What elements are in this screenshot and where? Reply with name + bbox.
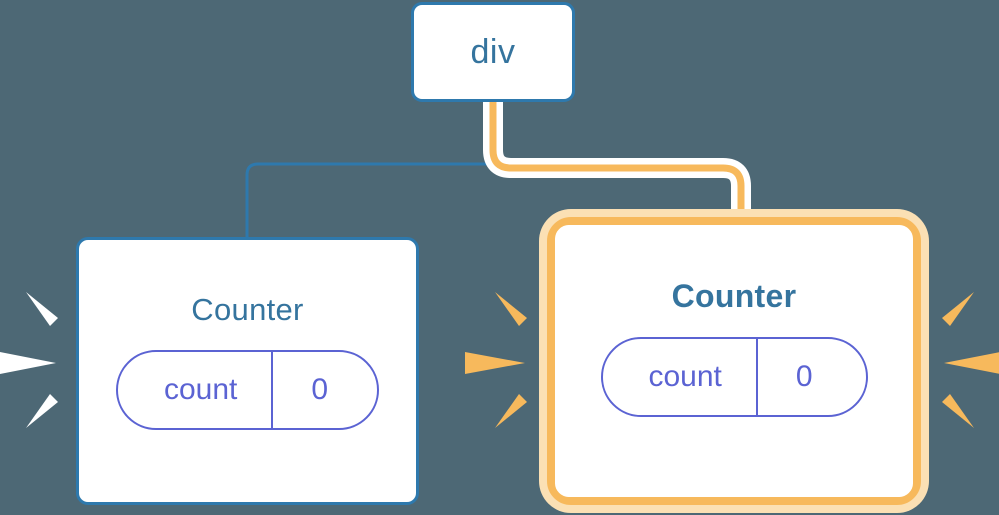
state-pill-left: count 0 <box>116 350 379 430</box>
node-div[interactable]: div <box>411 2 575 102</box>
node-counter-right[interactable]: Counter count 0 <box>555 225 913 497</box>
node-counter-left[interactable]: Counter count 0 <box>76 237 419 505</box>
state-name-right: count <box>648 360 722 393</box>
state-name-left: count <box>164 373 238 406</box>
state-value-left: 0 <box>311 373 329 406</box>
node-counter-right-highlight-frame: Counter count 0 <box>547 217 921 505</box>
node-counter-right-title: Counter <box>671 278 797 314</box>
state-value-right: 0 <box>795 360 813 393</box>
connector-div-to-counter-right <box>489 102 745 232</box>
state-value-cell-left: 0 <box>273 352 366 428</box>
node-counter-left-title: Counter <box>191 292 304 327</box>
state-name-cell-right: count <box>603 339 758 415</box>
state-pill-right: count 0 <box>600 337 868 417</box>
node-div-label: div <box>470 32 516 71</box>
state-name-cell-left: count <box>118 352 274 428</box>
state-value-cell-right: 0 <box>758 339 851 415</box>
connector-div-to-counter-left <box>245 102 495 238</box>
